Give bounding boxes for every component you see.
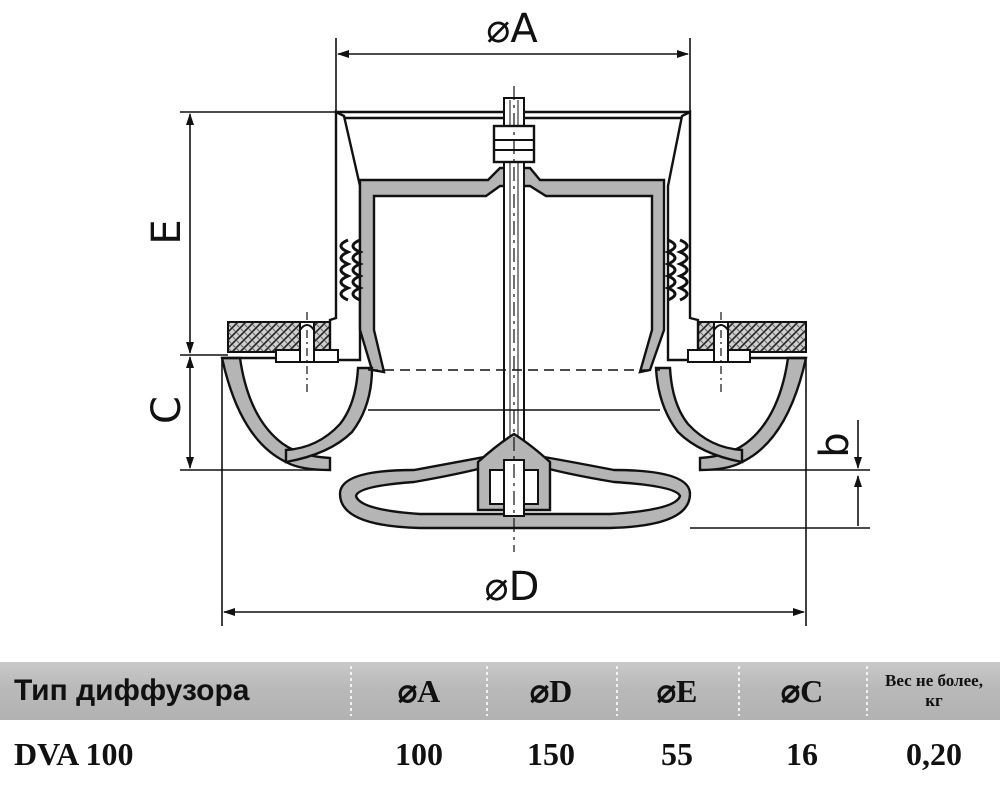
header-weight-line2: кг — [925, 691, 943, 710]
dimension-c-label: C — [144, 396, 190, 424]
ceiling-panel-left — [227, 321, 335, 353]
row-weight: 0,20 — [906, 735, 962, 772]
dimension-e — [180, 111, 336, 356]
fixing-screw-left — [275, 312, 339, 392]
spec-table-header: Тип диффузора ⌀A ⌀D ⌀E ⌀C Вес не более, … — [0, 662, 1000, 720]
dimension-b — [690, 420, 870, 529]
column-divider — [616, 666, 618, 716]
column-divider — [350, 666, 352, 716]
spec-table-row: DVA 100 100 150 55 16 0,20 — [0, 724, 1000, 784]
ceiling-panel-right — [691, 321, 807, 353]
header-d: ⌀D — [529, 673, 573, 709]
dimension-c — [180, 356, 330, 471]
header-weight: Вес не более, кг — [868, 662, 1000, 720]
row-d: 150 — [527, 735, 575, 772]
row-e: 55 — [661, 735, 693, 772]
row-a: 100 — [395, 735, 443, 772]
header-c: ⌀C — [780, 673, 824, 709]
dimension-b-label: b — [812, 432, 858, 457]
column-divider — [738, 666, 740, 716]
diffuser-plate — [338, 432, 692, 530]
header-a: ⌀A — [397, 673, 441, 709]
column-divider — [866, 666, 868, 716]
dimension-a — [335, 38, 691, 112]
dimension-a-label: ⌀A — [486, 6, 538, 52]
dimension-d — [221, 360, 807, 626]
row-c: 16 — [786, 735, 818, 772]
fixing-screw-right — [687, 312, 751, 392]
header-type: Тип диффузора — [14, 674, 250, 707]
valve-body — [339, 166, 689, 374]
header-e: ⌀E — [656, 673, 698, 709]
row-type: DVA 100 — [14, 735, 134, 772]
spec-table: Тип диффузора ⌀A ⌀D ⌀E ⌀C Вес не более, … — [0, 652, 1000, 798]
dimension-d-label: ⌀D — [485, 564, 540, 610]
diffuser-drawing: ⌀A E C b ⌀D — [144, 6, 870, 626]
column-divider — [486, 666, 488, 716]
dimension-e-label: E — [144, 219, 190, 244]
header-weight-line1: Вес не более, — [885, 671, 983, 690]
